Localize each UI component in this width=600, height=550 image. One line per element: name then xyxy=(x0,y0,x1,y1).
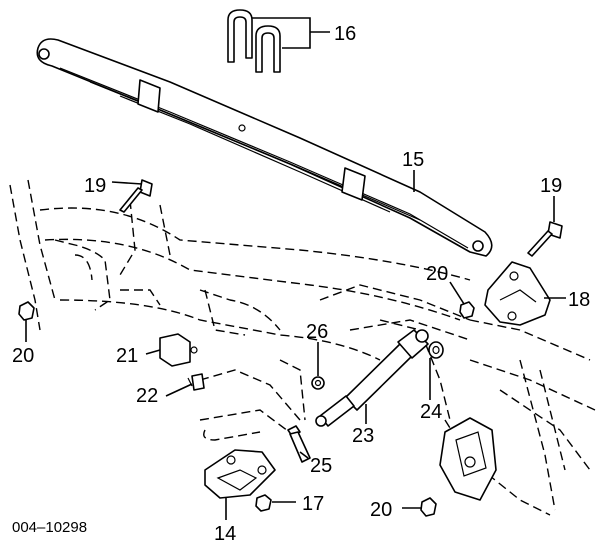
diagram-code: 004–10298 xyxy=(12,519,87,536)
callout-21: 21 xyxy=(116,345,138,367)
callout-20-upper: 20 xyxy=(426,263,448,285)
callout-16: 16 xyxy=(334,23,356,45)
jounce-bumper xyxy=(159,333,198,367)
callout-18: 18 xyxy=(568,289,590,311)
callout-17: 17 xyxy=(302,493,324,515)
bumper-bolt xyxy=(187,373,205,391)
shackle-bolt-left xyxy=(119,179,153,213)
shock-absorber xyxy=(315,329,429,427)
shock-stud xyxy=(287,425,311,463)
spring-shackle xyxy=(484,261,551,326)
callout-24: 24 xyxy=(420,401,442,423)
nut-upper xyxy=(459,301,475,319)
callout-22: 22 xyxy=(136,385,158,407)
callout-15: 15 xyxy=(402,149,424,171)
spring-plate xyxy=(204,449,276,499)
callout-19-left: 19 xyxy=(84,175,106,197)
shock-bushing xyxy=(428,341,444,359)
vehicle-frame-phantom xyxy=(9,179,596,516)
spring-plate-nut xyxy=(255,494,272,512)
callout-20-lower: 20 xyxy=(370,499,392,521)
callout-20-left: 20 xyxy=(12,345,34,367)
shock-upper-nut xyxy=(311,376,325,390)
shackle-bolt-right xyxy=(527,221,563,257)
callout-26: 26 xyxy=(306,321,328,343)
nut-left xyxy=(18,301,35,321)
leader-lines xyxy=(25,17,566,520)
callout-labels: 16 15 19 19 20 18 20 21 26 22 24 23 25 1… xyxy=(12,23,590,545)
leaf-spring xyxy=(36,38,493,257)
callout-19-right: 19 xyxy=(540,175,562,197)
nut-lower xyxy=(420,497,437,517)
callout-25: 25 xyxy=(310,455,332,477)
callout-23: 23 xyxy=(352,425,374,447)
spring-hanger xyxy=(439,417,497,501)
u-bolts xyxy=(227,9,281,73)
callout-14: 14 xyxy=(214,523,236,545)
